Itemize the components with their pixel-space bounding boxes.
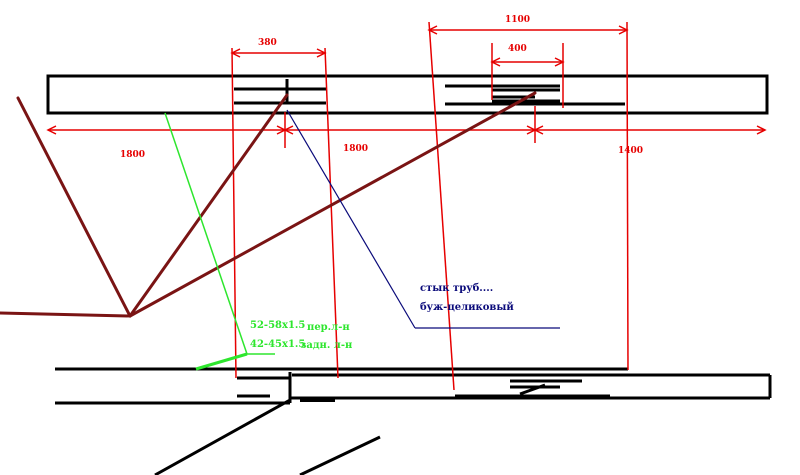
dim-380-arrow-l (230, 48, 241, 58)
lower-strut-left (154, 398, 291, 475)
dim-1100-arrow-r (618, 25, 629, 35)
joint-label-1: стык труб.... (420, 283, 493, 294)
ext-line-2 (324, 47, 339, 379)
dim-1800-mid-label: 1800 (343, 144, 368, 154)
green-leader-line (164, 112, 248, 355)
dim-1400-arrow-b (533, 125, 544, 135)
ext-line-4 (626, 21, 629, 371)
top-beam-outline (46, 74, 769, 115)
joint-leader-line (286, 109, 416, 329)
dim-bottom-arrow-l (46, 125, 57, 135)
front-tube-label: 52-58x1.5 (250, 320, 305, 331)
strut-top-front (128, 91, 537, 318)
bottom-beam (55, 367, 772, 475)
bottom-inner-diag (519, 383, 546, 396)
dim-400-label: 400 (508, 44, 527, 54)
dim-1100-arrow-l (427, 25, 438, 35)
dim-400-arrow-l (490, 57, 501, 67)
dimension-lines (46, 21, 767, 391)
joint-label-2: буж-целиковый (420, 302, 514, 313)
green-diagonal (195, 352, 248, 371)
dim-1800-left-label: 1800 (120, 150, 145, 160)
rear-name-label: задн. л-н (300, 340, 352, 351)
dim-1100-label: 1100 (505, 15, 530, 25)
green-leader (164, 112, 275, 371)
strut-left (16, 96, 132, 318)
rear-tube-label: 42-45x1.5 (250, 339, 305, 350)
ext-line-1 (231, 47, 237, 379)
dim-bottom-arrow-r (756, 125, 767, 135)
ext-line-3 (428, 21, 455, 391)
front-name-label: пер.л-н (307, 322, 350, 333)
strut-lower (0, 311, 132, 318)
joint-leader (286, 109, 560, 329)
lower-strut-right (299, 435, 381, 475)
dim-400-arrow-r (554, 57, 565, 67)
strut-top-rear (128, 93, 289, 318)
frame-struts (0, 91, 537, 318)
dim-380-arrow-r (316, 48, 327, 58)
dim-1400-label: 1400 (618, 146, 643, 156)
top-beam (46, 74, 769, 115)
dim-1800-arrow-b (283, 125, 294, 135)
dim-380-label: 380 (258, 38, 277, 48)
